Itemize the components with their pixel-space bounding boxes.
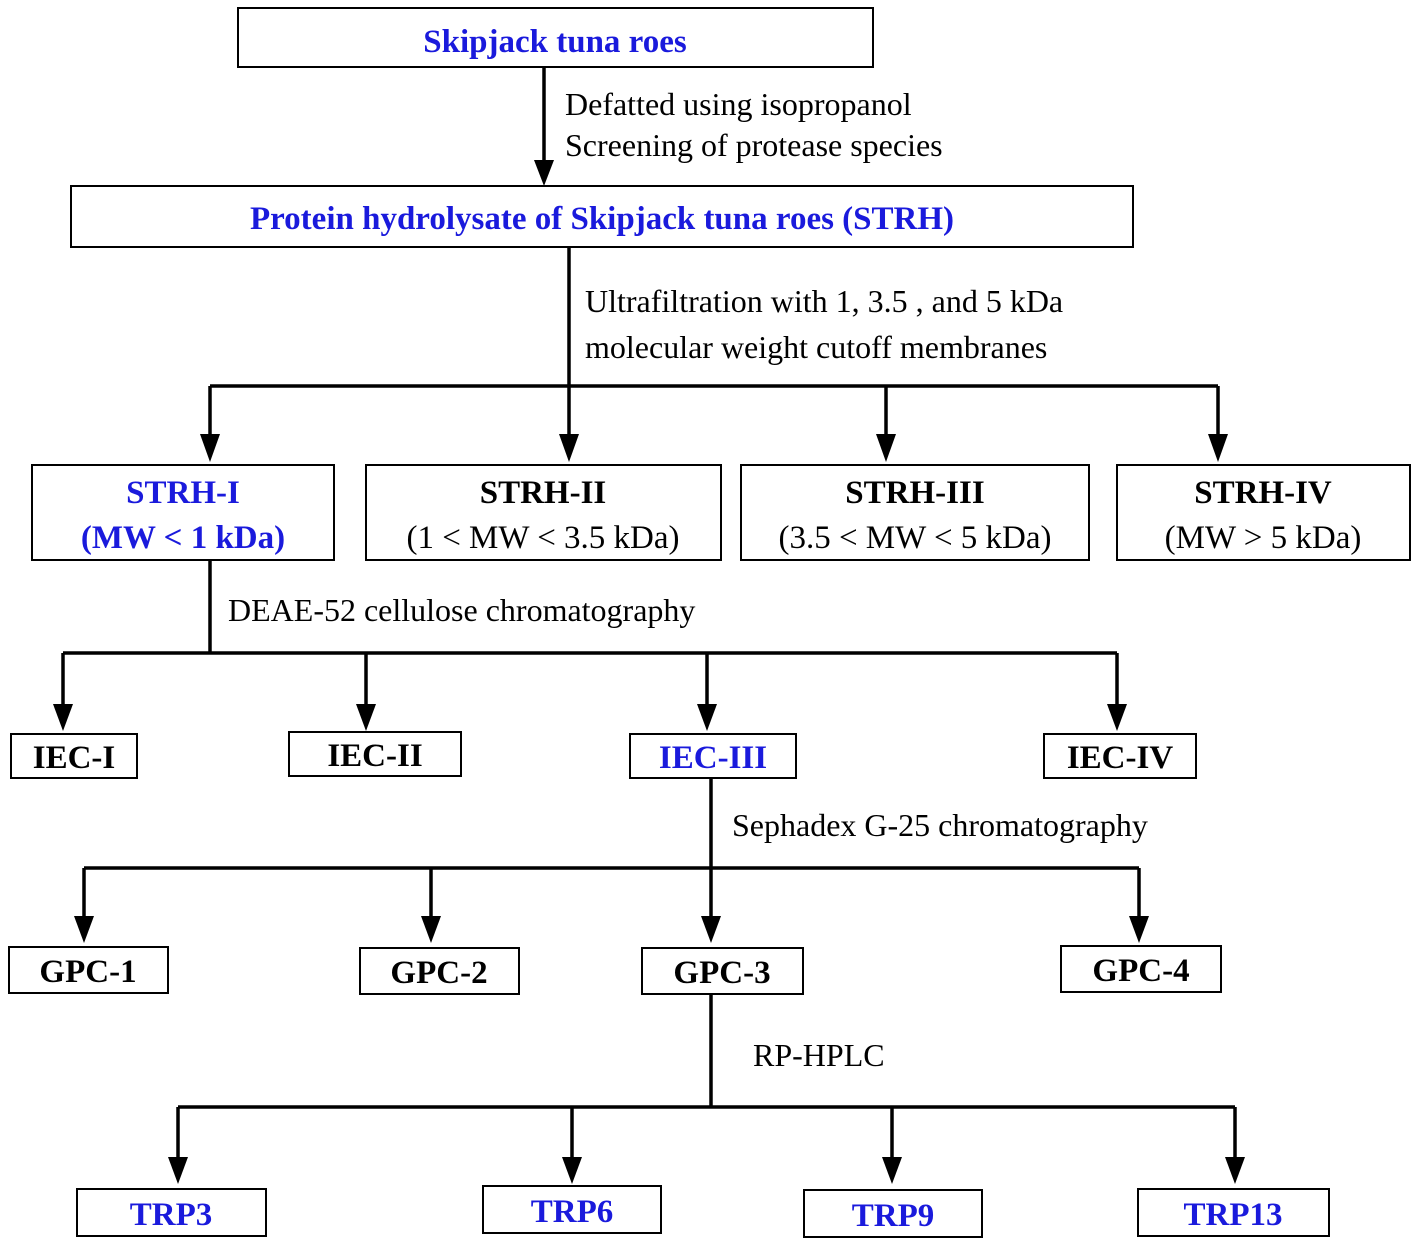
arrowhead bbox=[168, 1157, 188, 1184]
node-trp-3-label: TRP3 bbox=[130, 1197, 213, 1233]
node-strh1-range: (MW < 1 kDa) bbox=[81, 520, 285, 556]
arrowhead bbox=[421, 916, 441, 943]
node-strh4: STRH-IV (MW > 5 kDa) bbox=[1116, 464, 1411, 561]
step-labels: Defatted using isopropanol Screening of … bbox=[228, 86, 1148, 1073]
node-gpc-3-label: GPC-3 bbox=[673, 955, 770, 991]
arrowhead bbox=[559, 434, 579, 462]
node-strh4-name: STRH-IV bbox=[1194, 475, 1332, 511]
arrowhead bbox=[200, 434, 220, 462]
arrowhead bbox=[697, 704, 717, 731]
node-iec-3-label: IEC-III bbox=[659, 740, 767, 776]
node-strh3-name: STRH-III bbox=[845, 475, 984, 511]
node-trp-13: TRP13 bbox=[1137, 1188, 1330, 1237]
arrowhead bbox=[1225, 1157, 1245, 1184]
step-defat-line2: Screening of protease species bbox=[565, 127, 943, 163]
arrowhead bbox=[562, 1157, 582, 1184]
node-iec-1: IEC-I bbox=[10, 733, 138, 779]
node-gpc-3: GPC-3 bbox=[641, 947, 804, 995]
arrowhead bbox=[876, 434, 896, 462]
node-trp-9-label: TRP9 bbox=[852, 1198, 935, 1234]
node-iec-2: IEC-II bbox=[288, 731, 462, 777]
node-strh3: STRH-III (3.5 < MW < 5 kDa) bbox=[740, 464, 1090, 561]
node-strh2-name: STRH-II bbox=[480, 475, 607, 511]
node-strh-label: Protein hydrolysate of Skipjack tuna roe… bbox=[250, 201, 954, 237]
node-gpc-1: GPC-1 bbox=[8, 946, 169, 994]
node-iec-2-label: IEC-II bbox=[327, 738, 422, 774]
node-gpc-1-label: GPC-1 bbox=[39, 954, 136, 990]
node-gpc-2-label: GPC-2 bbox=[390, 955, 487, 991]
node-strh4-range: (MW > 5 kDa) bbox=[1165, 520, 1362, 556]
node-strh: Protein hydrolysate of Skipjack tuna roe… bbox=[70, 185, 1134, 248]
node-gpc-4-label: GPC-4 bbox=[1092, 953, 1189, 989]
node-source-label: Skipjack tuna roes bbox=[423, 24, 687, 60]
step-rphplc: RP-HPLC bbox=[753, 1037, 885, 1073]
arrowhead bbox=[534, 160, 554, 186]
arrowhead bbox=[882, 1157, 902, 1184]
arrowhead bbox=[1129, 916, 1149, 943]
node-strh1: STRH-I (MW < 1 kDa) bbox=[31, 464, 335, 561]
node-trp-9: TRP9 bbox=[803, 1189, 983, 1238]
step-ultrafiltration-line2: molecular weight cutoff membranes bbox=[585, 329, 1047, 365]
step-sephadex: Sephadex G-25 chromatography bbox=[732, 807, 1148, 843]
node-strh3-range: (3.5 < MW < 5 kDa) bbox=[778, 520, 1051, 556]
node-gpc-2: GPC-2 bbox=[359, 947, 520, 995]
node-iec-3: IEC-III bbox=[629, 733, 797, 779]
node-trp-3: TRP3 bbox=[76, 1188, 267, 1237]
arrowhead bbox=[1208, 434, 1228, 462]
arrowhead bbox=[74, 916, 94, 943]
arrowhead bbox=[356, 704, 376, 731]
step-ultrafiltration-line1: Ultrafiltration with 1, 3.5 , and 5 kDa bbox=[585, 283, 1063, 319]
node-iec-1-label: IEC-I bbox=[33, 740, 116, 776]
node-iec-4-label: IEC-IV bbox=[1067, 740, 1174, 776]
node-trp-13-label: TRP13 bbox=[1184, 1197, 1283, 1233]
node-gpc-4: GPC-4 bbox=[1060, 945, 1222, 993]
arrowheads bbox=[53, 160, 1245, 1184]
node-trp-6: TRP6 bbox=[482, 1185, 662, 1234]
arrowhead bbox=[1107, 704, 1127, 731]
node-strh1-name: STRH-I bbox=[126, 475, 240, 511]
arrowhead bbox=[701, 916, 721, 943]
step-defat-line1: Defatted using isopropanol bbox=[565, 86, 912, 122]
node-trp-6-label: TRP6 bbox=[531, 1194, 614, 1230]
node-source: Skipjack tuna roes bbox=[237, 7, 874, 68]
step-deae: DEAE-52 cellulose chromatography bbox=[228, 592, 695, 628]
node-iec-4: IEC-IV bbox=[1043, 733, 1197, 779]
node-strh2-range: (1 < MW < 3.5 kDa) bbox=[406, 520, 679, 556]
arrowhead bbox=[53, 704, 73, 731]
node-strh2: STRH-II (1 < MW < 3.5 kDa) bbox=[365, 464, 722, 561]
